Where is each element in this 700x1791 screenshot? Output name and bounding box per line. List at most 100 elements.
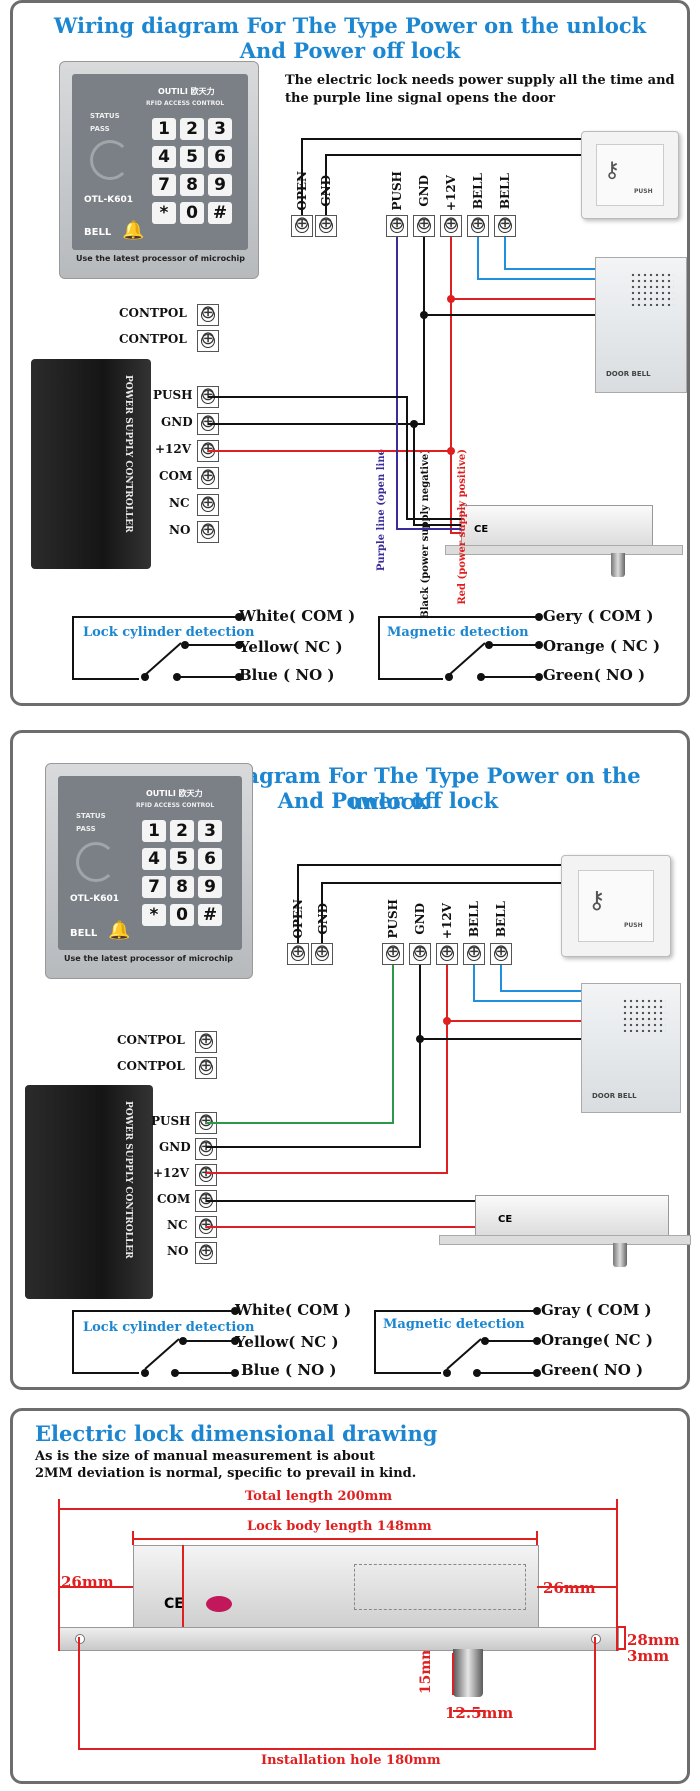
key2-5: 5 xyxy=(170,848,194,870)
keypad-footer: Use the latest processor of microchip xyxy=(76,254,245,263)
door-bell-label: DOOR BELL xyxy=(606,370,651,378)
installation-hole-label: Installation hole 180mm xyxy=(261,1753,441,1768)
terminal-bell-a xyxy=(467,213,489,237)
panel1-note-line2: the purple line signal opens the door xyxy=(285,91,556,106)
bell-icon-2: 🔔 xyxy=(108,920,131,941)
key-2: 2 xyxy=(180,118,204,140)
terminal-push xyxy=(386,213,408,237)
exit-button-plate: ⚷ PUSH xyxy=(581,131,679,219)
psu-label-com: COM xyxy=(159,469,193,483)
key2-6: 6 xyxy=(198,848,222,870)
keypad-pass-label: PASS xyxy=(90,125,110,133)
terminal-contpol-1 xyxy=(197,302,219,326)
orange-nc-label: Orange ( NC ) xyxy=(543,637,661,655)
key-hash: # xyxy=(208,202,232,224)
p2-orange-nc-label: Orange( NC ) xyxy=(541,1331,653,1349)
psu-label-gnd: GND xyxy=(161,415,193,429)
terminal-gnd-b xyxy=(413,213,435,237)
access-keypad-2: STATUS PASS OUTILI 欧天力 RFID ACCESS CONTR… xyxy=(45,763,253,979)
key2-3: 3 xyxy=(198,820,222,842)
mount-plate-drawing xyxy=(59,1627,619,1651)
key2-7: 7 xyxy=(142,876,166,898)
lock-cylinder-label: Lock cylinder detection xyxy=(83,625,255,640)
rfid-icon-2 xyxy=(76,842,116,882)
door-bell-label-2: DOOR BELL xyxy=(592,1092,637,1100)
p2-terminal-gnd-a xyxy=(311,941,333,965)
key-1: 1 xyxy=(152,118,176,140)
psu-label: POWER SUPPLY CONTROLLER xyxy=(123,375,133,533)
p2-terminal-bell-b xyxy=(490,941,512,965)
dimension-title: Electric lock dimensional drawing xyxy=(35,1421,438,1446)
ce-mark-3: CE xyxy=(164,1596,184,1612)
p2-contpol-label-2: CONTPOL xyxy=(117,1059,185,1073)
green-no-label: Green( NO ) xyxy=(543,666,646,684)
key2-0: 0 xyxy=(170,904,194,926)
p2-lock-cylinder-label: Lock cylinder detection xyxy=(83,1320,255,1335)
psu-terminal-com xyxy=(197,465,219,489)
p2-white-com-label: White( COM ) xyxy=(235,1301,352,1319)
yellow-nc-label: Yellow( NC ) xyxy=(239,638,343,656)
power-supply-controller: POWER SUPPLY CONTROLLER xyxy=(31,359,151,569)
speaker-grille xyxy=(630,272,674,306)
dimension-note-line2: 2MM deviation is normal, specific to pre… xyxy=(35,1466,417,1481)
terminal-contpol-2 xyxy=(197,328,219,352)
key2-1: 1 xyxy=(142,820,166,842)
lock-mount-rail-2 xyxy=(439,1235,691,1245)
p2-gray-com-label: Gray ( COM ) xyxy=(541,1301,652,1319)
door-bell-2: DOOR BELL xyxy=(581,983,681,1113)
lock-circuit-print xyxy=(354,1564,526,1610)
key-icon: ⚷ xyxy=(604,158,621,183)
panel1-note-line1: The electric lock needs power supply all… xyxy=(285,73,675,88)
key-7: 7 xyxy=(152,174,176,196)
wiring-panel-2: Wiring diagram For The Type Power on the… xyxy=(10,730,691,1390)
height-3-label: 3mm xyxy=(627,1647,670,1665)
psu-label-no: NO xyxy=(169,523,191,537)
exit-button-plate-2: ⚷ PUSH xyxy=(561,855,671,957)
key2-4: 4 xyxy=(142,848,166,870)
p2-psu-label-gnd: GND xyxy=(159,1140,191,1154)
magnetic-detection-label: Magnetic detection xyxy=(387,625,529,640)
panel2-wiring xyxy=(72,864,581,1377)
panel1-title-line1: Wiring diagram For The Type Power on the… xyxy=(53,13,647,38)
keypad2-pass-label: PASS xyxy=(76,825,96,833)
lock-mount-rail xyxy=(445,545,683,555)
p2-psu-label-nc: NC xyxy=(167,1218,188,1232)
psu-label-12v: +12V xyxy=(155,442,192,456)
blue-no-label: Blue ( NO ) xyxy=(239,666,335,684)
panel1-wiring xyxy=(72,138,595,681)
electric-bolt-lock: CE xyxy=(461,505,653,547)
height-28-label: 28mm xyxy=(627,1631,680,1649)
access-keypad: STATUS PASS OUTILI 欧天力 RFID ACCESS CONTR… xyxy=(59,61,259,279)
psu-terminal-push xyxy=(197,384,219,408)
panel1-title-line2: And Power off lock xyxy=(239,38,461,63)
keypad-model: OTL-K601 xyxy=(84,195,134,205)
keypad2-brand: OUTILI 欧天力 xyxy=(146,789,203,798)
p2-green-no-label: Green( NO ) xyxy=(541,1361,644,1379)
bolt-drawing xyxy=(453,1649,483,1697)
keypad-status-label: STATUS xyxy=(90,112,120,120)
p2-terminal-contpol-2 xyxy=(195,1055,217,1079)
body-length-label: Lock body length 148mm xyxy=(247,1519,432,1534)
white-com-label: White( COM ) xyxy=(239,607,356,625)
lock-bolt xyxy=(611,553,625,577)
key2-star: * xyxy=(142,904,166,926)
p2-terminal-gnd-b xyxy=(409,941,431,965)
keypad2-status-label: STATUS xyxy=(76,812,106,820)
p2-psu-label-com: COM xyxy=(157,1192,191,1206)
key-5: 5 xyxy=(180,146,204,168)
gery-com-label: Gery ( COM ) xyxy=(543,607,654,625)
contpol-label-2: CONTPOL xyxy=(119,332,187,346)
wiring-panel-1: Wiring diagram For The Type Power on the… xyxy=(10,0,690,706)
psu-label-nc: NC xyxy=(169,496,190,510)
exit-button-label-2: PUSH xyxy=(624,922,643,929)
terminal-gnd-a xyxy=(315,213,337,237)
ce-mark: CE xyxy=(474,524,489,535)
key-icon-2: ⚷ xyxy=(588,886,606,914)
total-length-label: Total length 200mm xyxy=(245,1489,393,1504)
key-9: 9 xyxy=(208,174,232,196)
keypad2-footer: Use the latest processor of microchip xyxy=(64,954,233,963)
electric-bolt-lock-2: CE xyxy=(475,1195,669,1237)
p2-yellow-nc-label: Yellow( NC ) xyxy=(235,1333,339,1351)
p2-psu-terminal-12v xyxy=(195,1162,217,1186)
keypad-bell-label: BELL xyxy=(84,227,112,238)
